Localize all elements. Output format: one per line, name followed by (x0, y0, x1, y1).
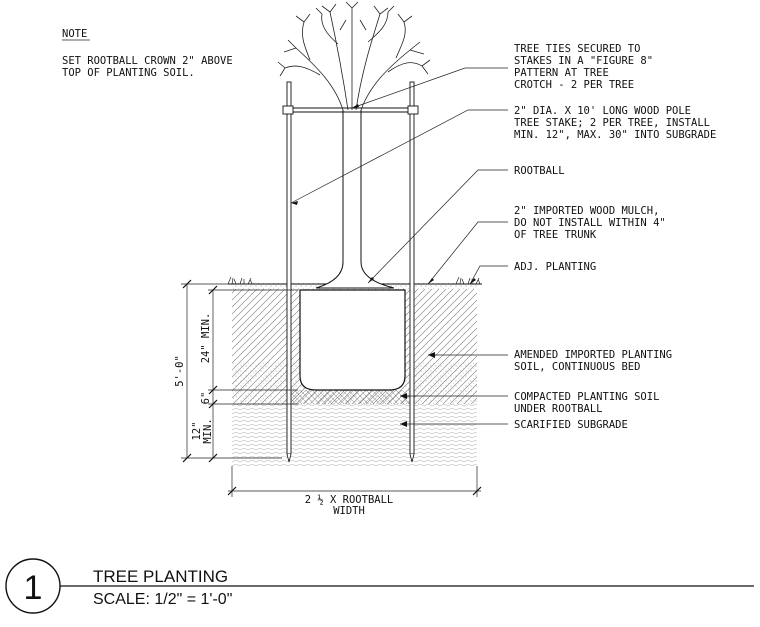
dimension-24-min: 24" MIN. (200, 313, 212, 364)
tree-ties (282, 105, 419, 115)
callout-compacted-soil: COMPACTED PLANTING SOIL UNDER ROOTBALL (514, 391, 659, 415)
detail-scale: SCALE: 1/2" = 1'-0" (93, 591, 232, 608)
tree-stake-left-tip (286, 453, 292, 463)
dimension-overall-depth: 5'-0" (174, 355, 186, 387)
rootball-shape (299, 289, 406, 391)
svg-text:TREE TIES SECURED TO: TREE TIES SECURED TO (514, 43, 640, 55)
callout-tree-ties: TREE TIES SECURED TO STAKES IN A "FIGURE… (514, 43, 653, 91)
svg-text:CROTCH - 2 PER TREE: CROTCH - 2 PER TREE (514, 79, 634, 91)
dimension-width-line-1: 2 ½ X ROOTBALL (305, 494, 394, 506)
note-line-1: SET ROOTBALL CROWN 2" ABOVE (62, 55, 233, 67)
tree-stake-right-tip (409, 453, 415, 463)
leader-lines (290, 67, 508, 425)
svg-text:SOIL, CONTINUOUS BED: SOIL, CONTINUOUS BED (514, 361, 640, 373)
tree-canopy (277, 1, 431, 111)
svg-text:PATTERN AT TREE: PATTERN AT TREE (514, 67, 609, 79)
note-line-2: TOP OF PLANTING SOIL. (62, 67, 195, 79)
note-heading: NOTE (62, 28, 87, 40)
tree-stakes (286, 81, 415, 463)
vertical-dimension-lines (181, 283, 298, 459)
horizontal-dimension-ticks (227, 486, 482, 496)
leader-arrowheads (291, 104, 476, 427)
callout-amended-soil: AMENDED IMPORTED PLANTING SOIL, CONTINUO… (514, 349, 672, 373)
dimension-6: 6" (200, 392, 212, 405)
horizontal-dimension (228, 466, 481, 497)
svg-text:2" DIA. X 10' LONG WOOD POLE: 2" DIA. X 10' LONG WOOD POLE (514, 105, 691, 117)
dimension-12: 12" (191, 422, 203, 441)
svg-text:UNDER ROOTBALL: UNDER ROOTBALL (514, 403, 603, 415)
svg-text:MIN. 12", MAX. 30" INTO SUBGRA: MIN. 12", MAX. 30" INTO SUBGRADE (514, 129, 716, 141)
svg-text:DO NOT INSTALL WITHIN 4": DO NOT INSTALL WITHIN 4" (514, 217, 666, 229)
subgrade-layer (232, 404, 477, 466)
dimension-12-min: MIN. (202, 418, 214, 443)
svg-text:COMPACTED PLANTING SOIL: COMPACTED PLANTING SOIL (514, 391, 659, 403)
svg-text:AMENDED IMPORTED PLANTING: AMENDED IMPORTED PLANTING (514, 349, 672, 361)
title-block: 1 TREE PLANTING SCALE: 1/2" = 1'-0" (5, 558, 754, 614)
callout-subgrade: SCARIFIED SUBGRADE (514, 419, 628, 431)
dimension-width-line-2: WIDTH (333, 505, 365, 517)
callout-mulch: 2" IMPORTED WOOD MULCH, DO NOT INSTALL W… (514, 205, 666, 241)
svg-text:2" IMPORTED WOOD MULCH,: 2" IMPORTED WOOD MULCH, (514, 205, 659, 217)
callout-rootball: ROOTBALL (514, 165, 565, 177)
svg-text:OF TREE TRUNK: OF TREE TRUNK (514, 229, 597, 241)
callout-stake: 2" DIA. X 10' LONG WOOD POLE TREE STAKE;… (514, 105, 716, 141)
detail-title: TREE PLANTING (93, 567, 228, 586)
callout-adj-planting: ADJ. PLANTING (514, 261, 596, 273)
tree-stake-right (409, 81, 415, 455)
compacted-soil-layer (290, 390, 415, 404)
vertical-dimension-ticks (182, 279, 218, 463)
detail-number: 1 (24, 569, 43, 607)
tree-trunk (315, 110, 395, 289)
svg-text:TREE STAKE; 2 PER TREE, INSTAL: TREE STAKE; 2 PER TREE, INSTALL (514, 117, 710, 129)
svg-text:STAKES IN A "FIGURE 8": STAKES IN A "FIGURE 8" (514, 55, 653, 67)
tree-stake-left (286, 81, 292, 455)
